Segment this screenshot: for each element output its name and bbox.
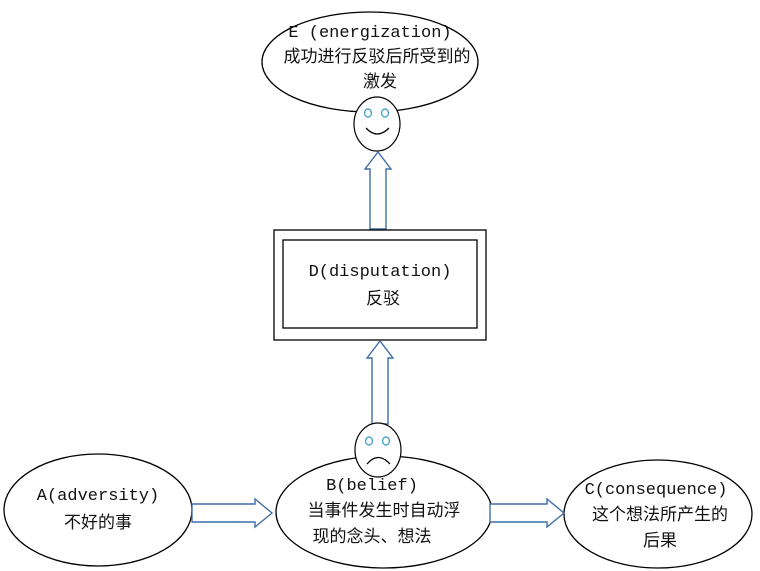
arrow-d-to-e [363,150,393,230]
node-a-title: A(adversity) [37,487,159,506]
node-b-title: B(belief) [326,477,418,496]
sad-face-icon [354,422,402,478]
node-d-inner-box [282,239,478,329]
smiley-face-icon [353,96,401,152]
node-d: D(disputation) 反驳 [273,229,487,341]
node-a-ellipse [3,453,193,567]
node-a: A(adversity) 不好的事 [3,453,193,567]
arrow-b-to-d [365,339,395,425]
node-e-title: E (energization) [288,24,451,43]
arrow-b-to-c [489,497,566,529]
node-c-desc-line1: 这个想法所产生的 [592,505,728,525]
node-e-desc-line2: 激发 [363,72,397,92]
node-c-title: C(consequence) [585,481,728,500]
node-c-desc-line2: 后果 [643,531,677,551]
node-b: B(belief) 当事件发生时自动浮 现的念头、想法 [275,455,493,569]
node-c-ellipse [563,459,753,569]
node-d-desc: 反驳 [366,289,400,309]
node-d-title: D(disputation) [309,263,452,282]
node-e-desc-line1: 成功进行反驳后所受到的 [284,47,471,67]
node-b-desc-line2: 现的念头、想法 [313,526,432,547]
arrow-a-to-b [191,497,274,529]
node-c: C(consequence) 这个想法所产生的 后果 [563,459,753,569]
node-e: E (energization) 成功进行反驳后所受到的 激发 [261,11,479,113]
node-a-desc: 不好的事 [64,513,132,533]
node-b-desc-line1: 当事件发生时自动浮 [308,501,461,521]
